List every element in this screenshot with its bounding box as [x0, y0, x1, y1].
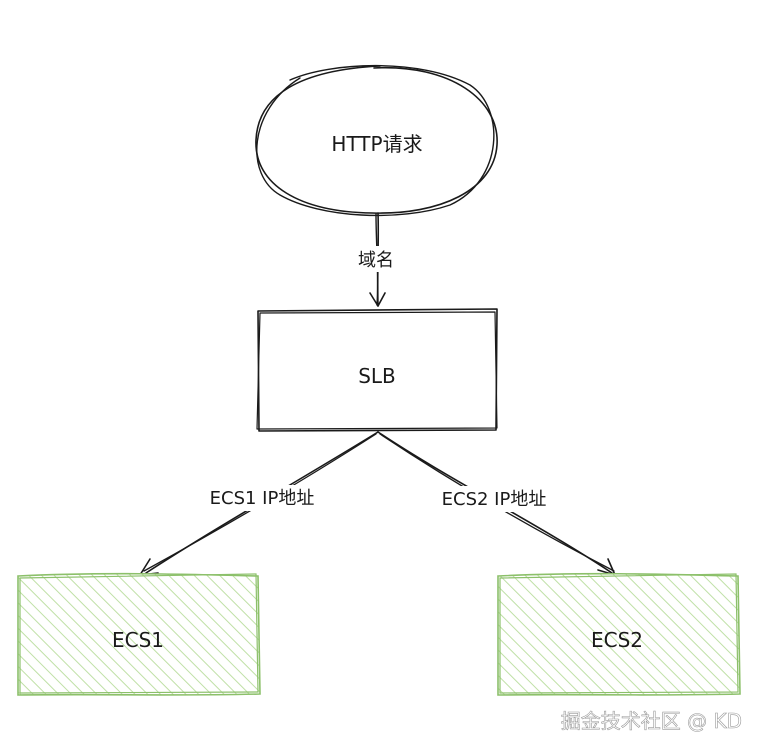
edge-slb-to-ecs1: ECS1 IP地址 — [139, 431, 379, 576]
watermark-text: 掘金技术社区 @ KD — [561, 709, 742, 733]
http-request-label: HTTP请求 — [331, 132, 422, 156]
ecs2-label: ECS2 — [591, 628, 643, 652]
ecs2-node[interactable]: ECS2 — [497, 572, 741, 696]
ecs1-node[interactable]: ECS1 — [17, 572, 261, 696]
slb-node[interactable]: SLB — [256, 308, 498, 432]
http-request-node[interactable]: HTTP请求 — [255, 64, 498, 217]
edge-label-ecs2-ip: ECS2 IP地址 — [442, 489, 547, 510]
edge-label-domain: 域名 — [358, 250, 394, 271]
edge-label-ecs1-ip: ECS1 IP地址 — [210, 488, 315, 509]
edge-http-to-slb: 域名 — [352, 212, 400, 307]
slb-label: SLB — [358, 364, 396, 388]
ecs1-label: ECS1 — [112, 628, 164, 652]
edge-slb-to-ecs2: ECS2 IP地址 — [377, 431, 616, 576]
